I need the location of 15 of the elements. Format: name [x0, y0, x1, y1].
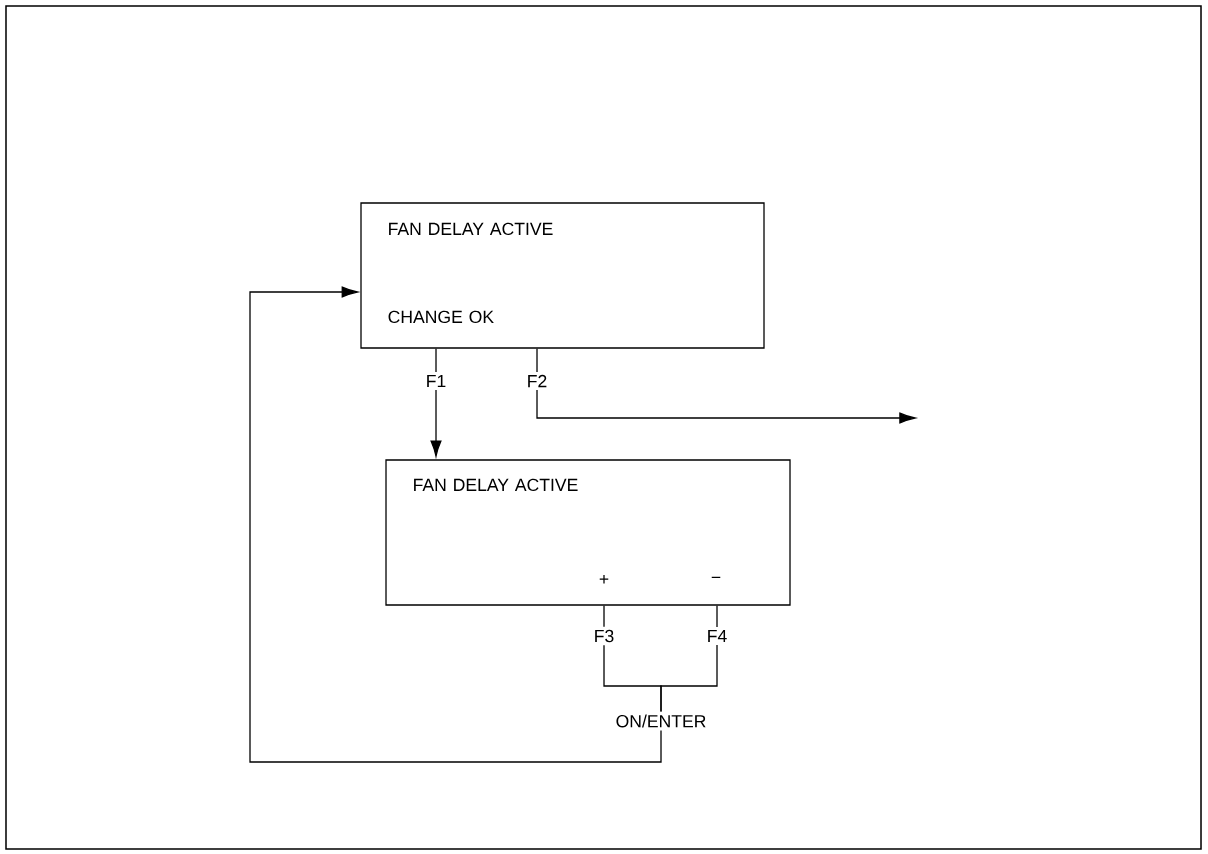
- connector-line: [603, 605, 605, 628]
- key-label: F3: [595, 629, 614, 643]
- connector-line: [536, 348, 538, 373]
- arrow: [430, 389, 442, 457]
- display-box: FAN DELAY ACTIVE + −: [385, 459, 791, 606]
- connector-line: [435, 348, 437, 373]
- arrow: [249, 286, 662, 763]
- display-box: FAN DELAY ACTIVE CHANGE OK: [360, 202, 765, 349]
- key-label: ON/ENTER: [616, 714, 706, 728]
- key-label: F2: [528, 374, 547, 388]
- key-label: F4: [708, 629, 727, 643]
- arrow: [536, 389, 916, 424]
- connector-line: [716, 605, 718, 628]
- key-label: F1: [427, 374, 446, 388]
- connector-line: [660, 644, 718, 713]
